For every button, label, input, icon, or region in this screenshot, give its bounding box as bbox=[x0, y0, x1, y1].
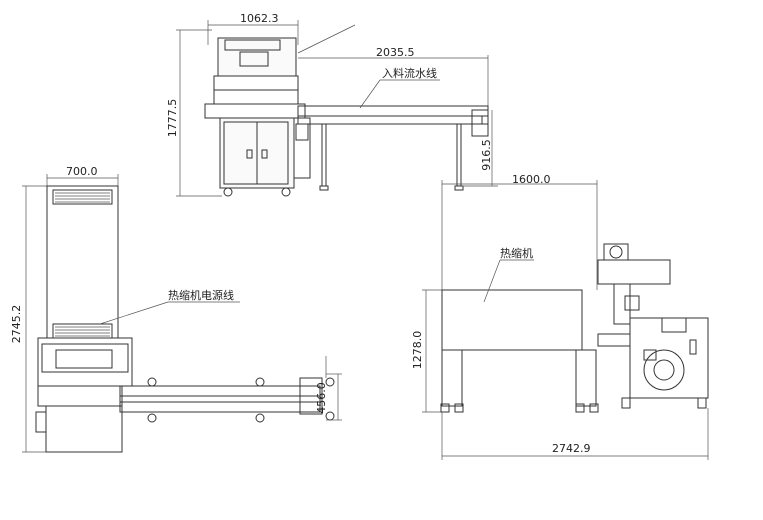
right-machine: 1600.0 1278.0 热缩机 bbox=[411, 173, 709, 460]
left-machine: 700.0 2745.2 热缩机电源线 bbox=[10, 165, 342, 453]
label-infeed-conveyor: 入料流水线 bbox=[382, 66, 437, 80]
top-machine: 1062.3 2035.5 1777.5 bbox=[166, 12, 498, 197]
label-shrink-power-line: 热缩机电源线 bbox=[168, 288, 234, 302]
dim-top-height: 1777.5 bbox=[166, 99, 179, 138]
dim-top-length: 2035.5 bbox=[376, 46, 415, 59]
dim-left-height: 2745.2 bbox=[10, 305, 23, 344]
dim-top-width: 1062.3 bbox=[240, 12, 279, 25]
dim-shrink-height: 1278.0 bbox=[411, 331, 424, 370]
dim-conveyor-width: 456.0 bbox=[315, 382, 328, 414]
dim-left-width: 700.0 bbox=[66, 165, 98, 178]
dim-total-length: 2742.9 bbox=[552, 442, 591, 455]
label-shrink-tunnel: 热缩机 bbox=[500, 246, 533, 260]
dim-conveyor-height: 916.5 bbox=[480, 139, 493, 171]
dim-shrink-width: 1600.0 bbox=[512, 173, 551, 186]
